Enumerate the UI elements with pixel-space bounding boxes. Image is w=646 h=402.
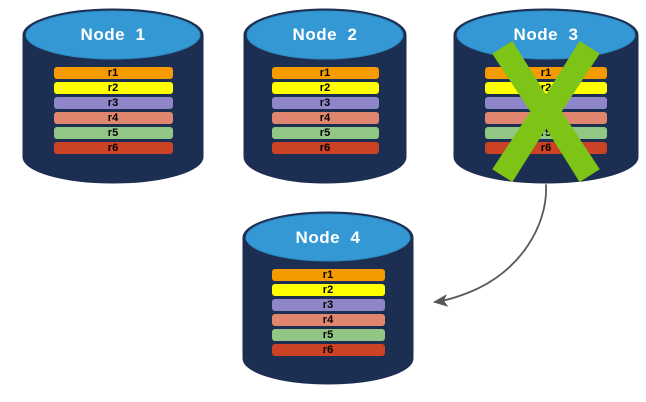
cylinder-top-cap — [25, 10, 201, 60]
cylinder-top-cap — [245, 213, 411, 262]
row-r5[interactable]: r5 — [485, 127, 607, 139]
curved-arrow-icon — [432, 184, 547, 307]
row-r6[interactable]: r6 — [271, 142, 379, 154]
row-r2[interactable]: r2 — [485, 82, 607, 94]
row-stack: r1 r2 r3 r4 r5 r6 — [242, 269, 414, 356]
row-r3[interactable]: r3 — [485, 97, 607, 109]
row-r4[interactable]: r4 — [271, 112, 379, 124]
row-r4[interactable]: r4 — [53, 112, 173, 124]
row-r6[interactable]: r6 — [271, 344, 385, 356]
cylinder-shape — [243, 8, 407, 184]
row-r4[interactable]: r4 — [485, 112, 607, 124]
row-stack: r1 r2 r3 r4 r5 r6 — [453, 67, 639, 154]
row-stack: r1 r2 r3 r4 r5 r6 — [243, 67, 407, 154]
row-r6[interactable]: r6 — [485, 142, 607, 154]
row-r3[interactable]: r3 — [271, 299, 385, 311]
row-r2[interactable]: r2 — [53, 82, 173, 94]
row-r5[interactable]: r5 — [271, 329, 385, 341]
cylinder-shape — [22, 8, 204, 184]
row-r5[interactable]: r5 — [271, 127, 379, 139]
row-r6[interactable]: r6 — [53, 142, 173, 154]
row-r5[interactable]: r5 — [53, 127, 173, 139]
cylinder-top-cap — [456, 10, 636, 60]
row-r1[interactable]: r1 — [271, 67, 379, 79]
row-r3[interactable]: r3 — [271, 97, 379, 109]
row-r1[interactable]: r1 — [485, 67, 607, 79]
row-stack: r1 r2 r3 r4 r5 r6 — [22, 67, 204, 154]
cylinder-top-cap — [246, 10, 404, 60]
row-r1[interactable]: r1 — [271, 269, 385, 281]
row-r3[interactable]: r3 — [53, 97, 173, 109]
row-r2[interactable]: r2 — [271, 82, 379, 94]
row-r1[interactable]: r1 — [53, 67, 173, 79]
row-r4[interactable]: r4 — [271, 314, 385, 326]
row-r2[interactable]: r2 — [271, 284, 385, 296]
